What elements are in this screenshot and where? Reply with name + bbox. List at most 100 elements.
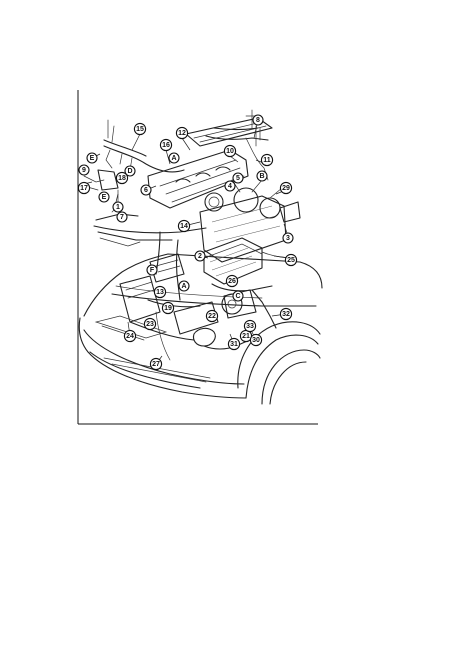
callout-19: 19 <box>161 301 175 315</box>
callout-label: 29 <box>282 185 290 192</box>
callout-4: 4 <box>224 180 236 192</box>
callout-circle <box>116 211 128 223</box>
callout-circle <box>123 329 137 343</box>
callout-label: 17 <box>80 185 88 192</box>
callout-label: 3 <box>286 235 290 242</box>
callout-33: 33 <box>243 319 257 333</box>
callout-23: 23 <box>143 317 157 331</box>
callout-14: 14 <box>177 219 191 233</box>
callout-8: 8 <box>252 114 264 126</box>
callout-label: 30 <box>252 337 260 344</box>
callout-16: 16 <box>159 138 173 152</box>
callout-b: B <box>256 170 268 182</box>
callout-circle <box>279 181 293 195</box>
wiring-harness <box>83 109 295 361</box>
callout-5: 5 <box>232 172 244 184</box>
callout-label: 22 <box>208 313 216 320</box>
callout-label: 25 <box>287 257 295 264</box>
callout-label: E <box>90 155 95 162</box>
callout-label: 7 <box>120 214 124 221</box>
callout-circle <box>78 164 90 176</box>
callout-label: D <box>127 168 132 175</box>
callout-circle <box>140 184 152 196</box>
callout-label: C <box>235 293 240 300</box>
callout-18: 18 <box>115 171 129 185</box>
callout-circle <box>260 153 274 167</box>
callout-circle <box>223 144 237 158</box>
callout-d: D <box>124 165 136 177</box>
callout-circle <box>146 264 158 276</box>
diagram-frame <box>77 90 318 425</box>
callout-15: 15 <box>133 122 147 136</box>
callout-circle <box>227 337 241 351</box>
callout-label: 33 <box>246 323 254 330</box>
callout-25: 25 <box>284 253 298 267</box>
callout-1: 1 <box>112 201 124 213</box>
callout-circle <box>115 171 129 185</box>
callout-30: 30 <box>249 333 263 347</box>
callout-17: 17 <box>77 181 91 195</box>
callout-circle <box>161 301 175 315</box>
callout-22: 22 <box>205 309 219 323</box>
callout-circle <box>143 317 157 331</box>
callout-label: 19 <box>164 305 172 312</box>
callout-circle <box>77 181 91 195</box>
callout-circle <box>178 280 190 292</box>
callout-label: 6 <box>144 187 148 194</box>
callout-27: 27 <box>149 357 163 371</box>
callout-label: B <box>259 173 264 180</box>
callout-31: 31 <box>227 337 241 351</box>
callout-circle <box>282 232 294 244</box>
callout-label: 4 <box>228 183 232 190</box>
callout-circle <box>224 180 236 192</box>
callout-label: A <box>181 283 186 290</box>
callout-label: A <box>171 155 176 162</box>
callout-label: 2 <box>198 253 202 260</box>
callout-circle <box>177 219 191 233</box>
callout-10: 10 <box>223 144 237 158</box>
callout-circle <box>232 290 244 302</box>
callout-circle <box>168 152 180 164</box>
callout-circle <box>225 274 239 288</box>
callout-circle <box>279 307 293 321</box>
callout-circle <box>205 309 219 323</box>
callout-circle <box>194 250 206 262</box>
callout-a: A <box>178 280 190 292</box>
callout-e: E <box>98 191 110 203</box>
callout-circle <box>243 319 257 333</box>
callout-circle <box>252 114 264 126</box>
callout-label: 27 <box>152 361 160 368</box>
callout-circle <box>112 201 124 213</box>
callout-6: 6 <box>140 184 152 196</box>
callout-label: 23 <box>146 321 154 328</box>
callout-32: 32 <box>279 307 293 321</box>
callout-2: 2 <box>194 250 206 262</box>
callout-circle <box>149 357 163 371</box>
callout-label: 18 <box>118 175 126 182</box>
part-callouts: 8151216A1011E18D96517E174B29143225F1326C… <box>77 114 298 371</box>
callout-label: 14 <box>180 223 188 230</box>
callout-3: 3 <box>282 232 294 244</box>
callout-label: 31 <box>230 341 238 348</box>
callout-label: 15 <box>136 126 144 133</box>
callout-26: 26 <box>225 274 239 288</box>
callout-circle <box>133 122 147 136</box>
callout-label: 12 <box>178 130 186 137</box>
callout-label: 21 <box>242 333 250 340</box>
callout-label: 1 <box>116 204 120 211</box>
callout-label: F <box>150 267 155 274</box>
callout-circle <box>175 126 189 140</box>
callout-label: E <box>102 194 107 201</box>
callout-9: 9 <box>78 164 90 176</box>
callout-24: 24 <box>123 329 137 343</box>
callout-label: 24 <box>126 333 134 340</box>
callout-label: 16 <box>162 142 170 149</box>
callout-circle <box>284 253 298 267</box>
engine-components <box>119 117 301 347</box>
callout-29: 29 <box>279 181 293 195</box>
callout-label: 32 <box>282 311 290 318</box>
callout-7: 7 <box>116 211 128 223</box>
callout-label: 9 <box>82 167 86 174</box>
callout-label: 8 <box>256 117 260 124</box>
